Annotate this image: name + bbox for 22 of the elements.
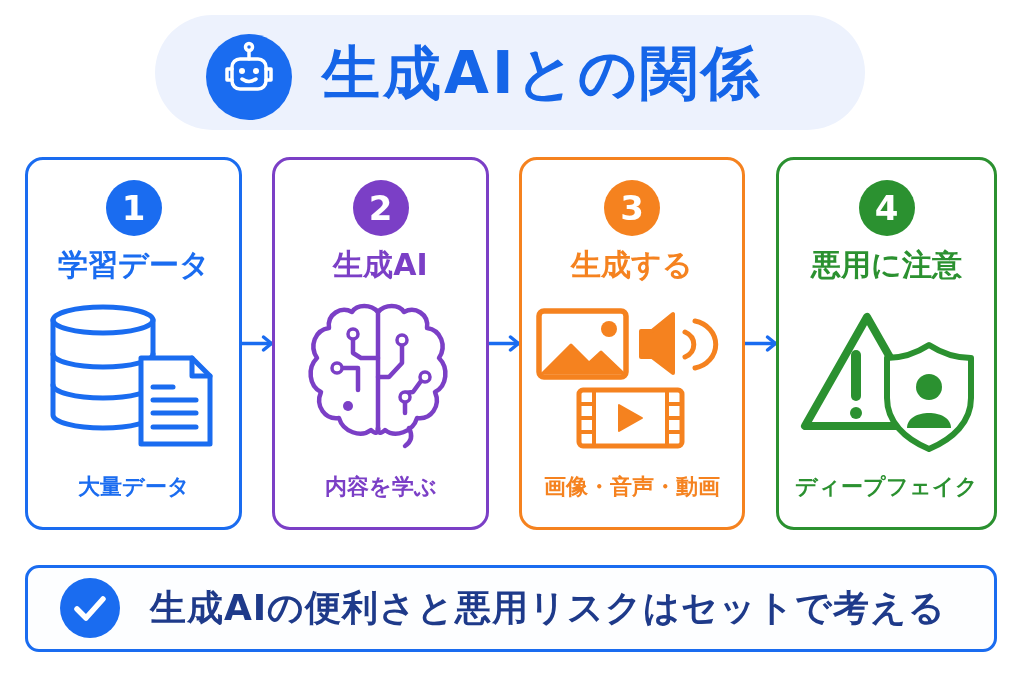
step-card — [272, 157, 489, 530]
step-caption: 画像・音声・動画 — [544, 473, 720, 501]
number-circle: 4 — [858, 180, 915, 236]
arrow — [242, 335, 274, 352]
step-title: 生成AI — [333, 247, 428, 283]
step-caption: ディープフェイク — [795, 473, 978, 501]
title-text: 生成AIとの関係 — [322, 38, 763, 109]
step-title: 悪用に注意 — [811, 247, 962, 283]
step-caption: 内容を学ぶ — [324, 473, 437, 501]
step-card — [519, 157, 745, 530]
number-circle: 2 — [352, 180, 409, 236]
step-title: 生成する — [571, 247, 693, 283]
number-circle: 3 — [604, 180, 660, 236]
step-card — [25, 157, 242, 530]
number-circle: 1 — [105, 180, 162, 236]
step-caption: 大量データ — [77, 473, 190, 501]
arrow — [489, 335, 521, 352]
arrow — [745, 335, 778, 352]
summary-bar — [25, 565, 997, 652]
step-card — [776, 157, 997, 530]
summary-text: 生成AIの便利さと悪用リスクはセットで考える — [150, 586, 947, 630]
step-title: 学習データ — [57, 247, 210, 283]
